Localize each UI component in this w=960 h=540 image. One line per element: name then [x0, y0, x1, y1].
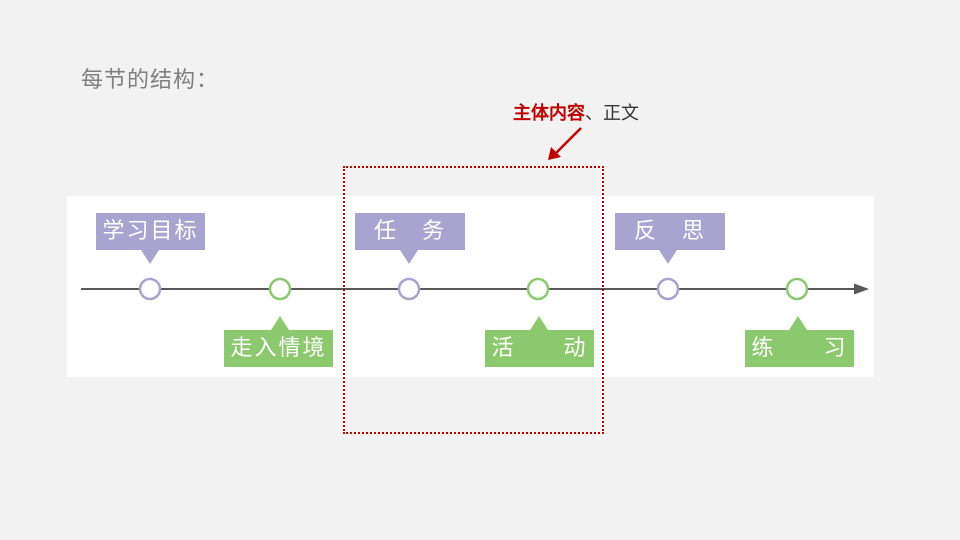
stage-label-5: 反 思	[615, 213, 725, 250]
stage-label-6: 练 习	[745, 330, 854, 367]
node-1	[138, 277, 162, 301]
highlight-box	[343, 166, 604, 434]
stage-label-1: 学习目标	[96, 213, 205, 250]
node-4	[526, 277, 550, 301]
stage-pointer-1	[141, 250, 159, 264]
node-3	[397, 277, 421, 301]
stage-pointer-2	[271, 316, 289, 330]
stage-label-4: 活 动	[485, 330, 594, 367]
stage-label-2: 走入情境	[224, 330, 333, 367]
stage-pointer-6	[789, 316, 807, 330]
node-6	[785, 277, 809, 301]
stage-pointer-5	[659, 250, 677, 264]
stage-pointer-3	[400, 250, 418, 264]
annotation-rest: 、正文	[585, 103, 639, 124]
annotation-strong: 主体内容	[513, 103, 585, 124]
stage-pointer-4	[530, 316, 548, 330]
node-5	[656, 277, 680, 301]
node-2	[268, 277, 292, 301]
stage-label-3: 任 务	[355, 213, 465, 250]
slide-title: 每节的结构：	[81, 68, 220, 93]
annotation: 主体内容、正文	[513, 99, 639, 125]
timeline-arrowhead	[854, 283, 869, 295]
